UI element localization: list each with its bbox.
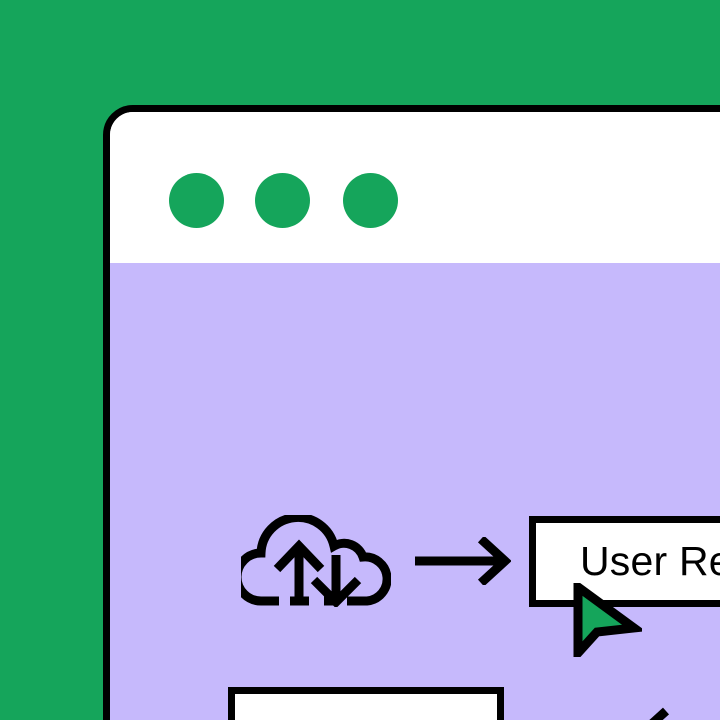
cloud-sync-icon [241,515,391,607]
arrow-right-icon [415,537,511,585]
minimize-window-dot[interactable] [255,173,310,228]
node-response[interactable]: Reponse [228,687,504,720]
browser-titlebar [110,112,720,263]
browser-content-area: User Re Reponse [110,263,720,720]
mouse-cursor-icon[interactable] [570,583,642,657]
browser-window: User Re Reponse [103,105,720,720]
node-user-request[interactable]: User Re [529,516,720,607]
close-window-dot[interactable] [169,173,224,228]
maximize-window-dot[interactable] [343,173,398,228]
node-response-label: Reponse [283,713,449,720]
node-user-request-label: User Re [580,538,720,584]
